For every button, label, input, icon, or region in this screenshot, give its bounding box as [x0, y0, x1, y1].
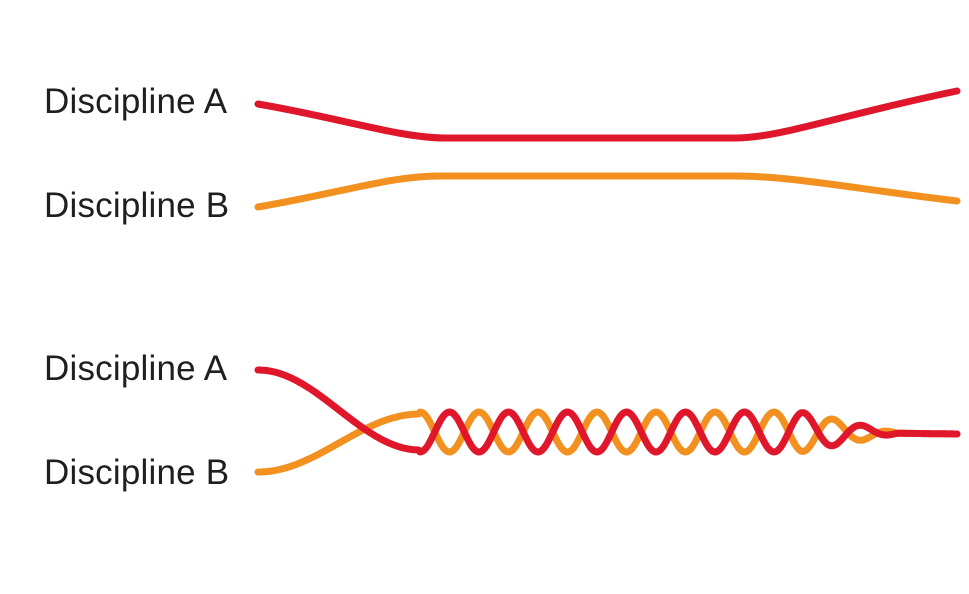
top-discipline-a-label: Discipline A — [44, 82, 228, 121]
top-discipline-b-line — [254, 172, 961, 211]
top-discipline-a-line — [254, 87, 961, 142]
bottom-discipline-a-line — [254, 366, 961, 456]
bottom-discipline-a-label: Discipline A — [44, 349, 228, 388]
bottom-discipline-b-label: Discipline B — [44, 453, 230, 492]
bottom-discipline-b-line — [254, 408, 961, 476]
interwoven-disciplines — [254, 366, 961, 476]
parallel-disciplines — [254, 87, 961, 211]
top-discipline-b-label: Discipline B — [44, 186, 230, 225]
